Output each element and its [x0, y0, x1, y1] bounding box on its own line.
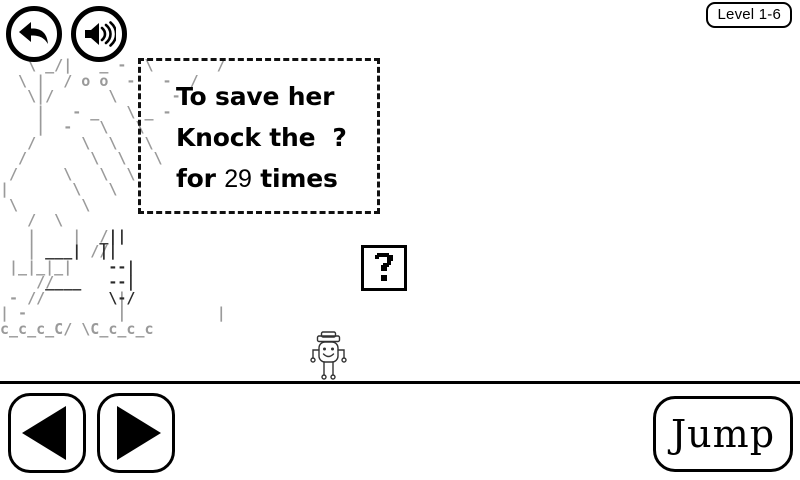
ascii-art-monster: \ _/| _ - \ / \ | / o o - - / \|/ \ - | …: [0, 56, 226, 338]
jump-button[interactable]: Jump: [653, 396, 793, 472]
level-badge: Level 1-6: [706, 2, 792, 28]
speech-line-3: for 29 times: [176, 158, 386, 200]
speech-line-3-suffix: times: [251, 164, 338, 193]
ascii-art-monster-highlight: _|| ___| || --| ____ --| \-/: [45, 226, 136, 307]
move-right-button[interactable]: [97, 393, 175, 473]
speech-bubble: [138, 58, 380, 214]
triangle-left-icon: [22, 406, 66, 460]
speech-bubble-text: To save her Knock the ? for 29 times: [176, 76, 386, 200]
sound-button[interactable]: [71, 6, 127, 62]
move-left-button[interactable]: [8, 393, 86, 473]
ground-line: [0, 381, 800, 384]
speech-line-2: Knock the ?: [176, 123, 347, 152]
knock-count: 29: [224, 165, 252, 193]
jump-button-label: Jump: [670, 412, 776, 456]
back-button[interactable]: [6, 6, 62, 62]
triangle-right-icon: [117, 406, 161, 460]
back-arrow-icon: [17, 19, 51, 49]
question-block[interactable]: [361, 245, 407, 291]
player-character: [303, 330, 355, 382]
speech-line-1: To save her: [176, 82, 335, 111]
question-mark-icon: [371, 251, 397, 286]
speaker-icon: [82, 19, 116, 49]
speech-line-3-prefix: for: [176, 164, 225, 193]
